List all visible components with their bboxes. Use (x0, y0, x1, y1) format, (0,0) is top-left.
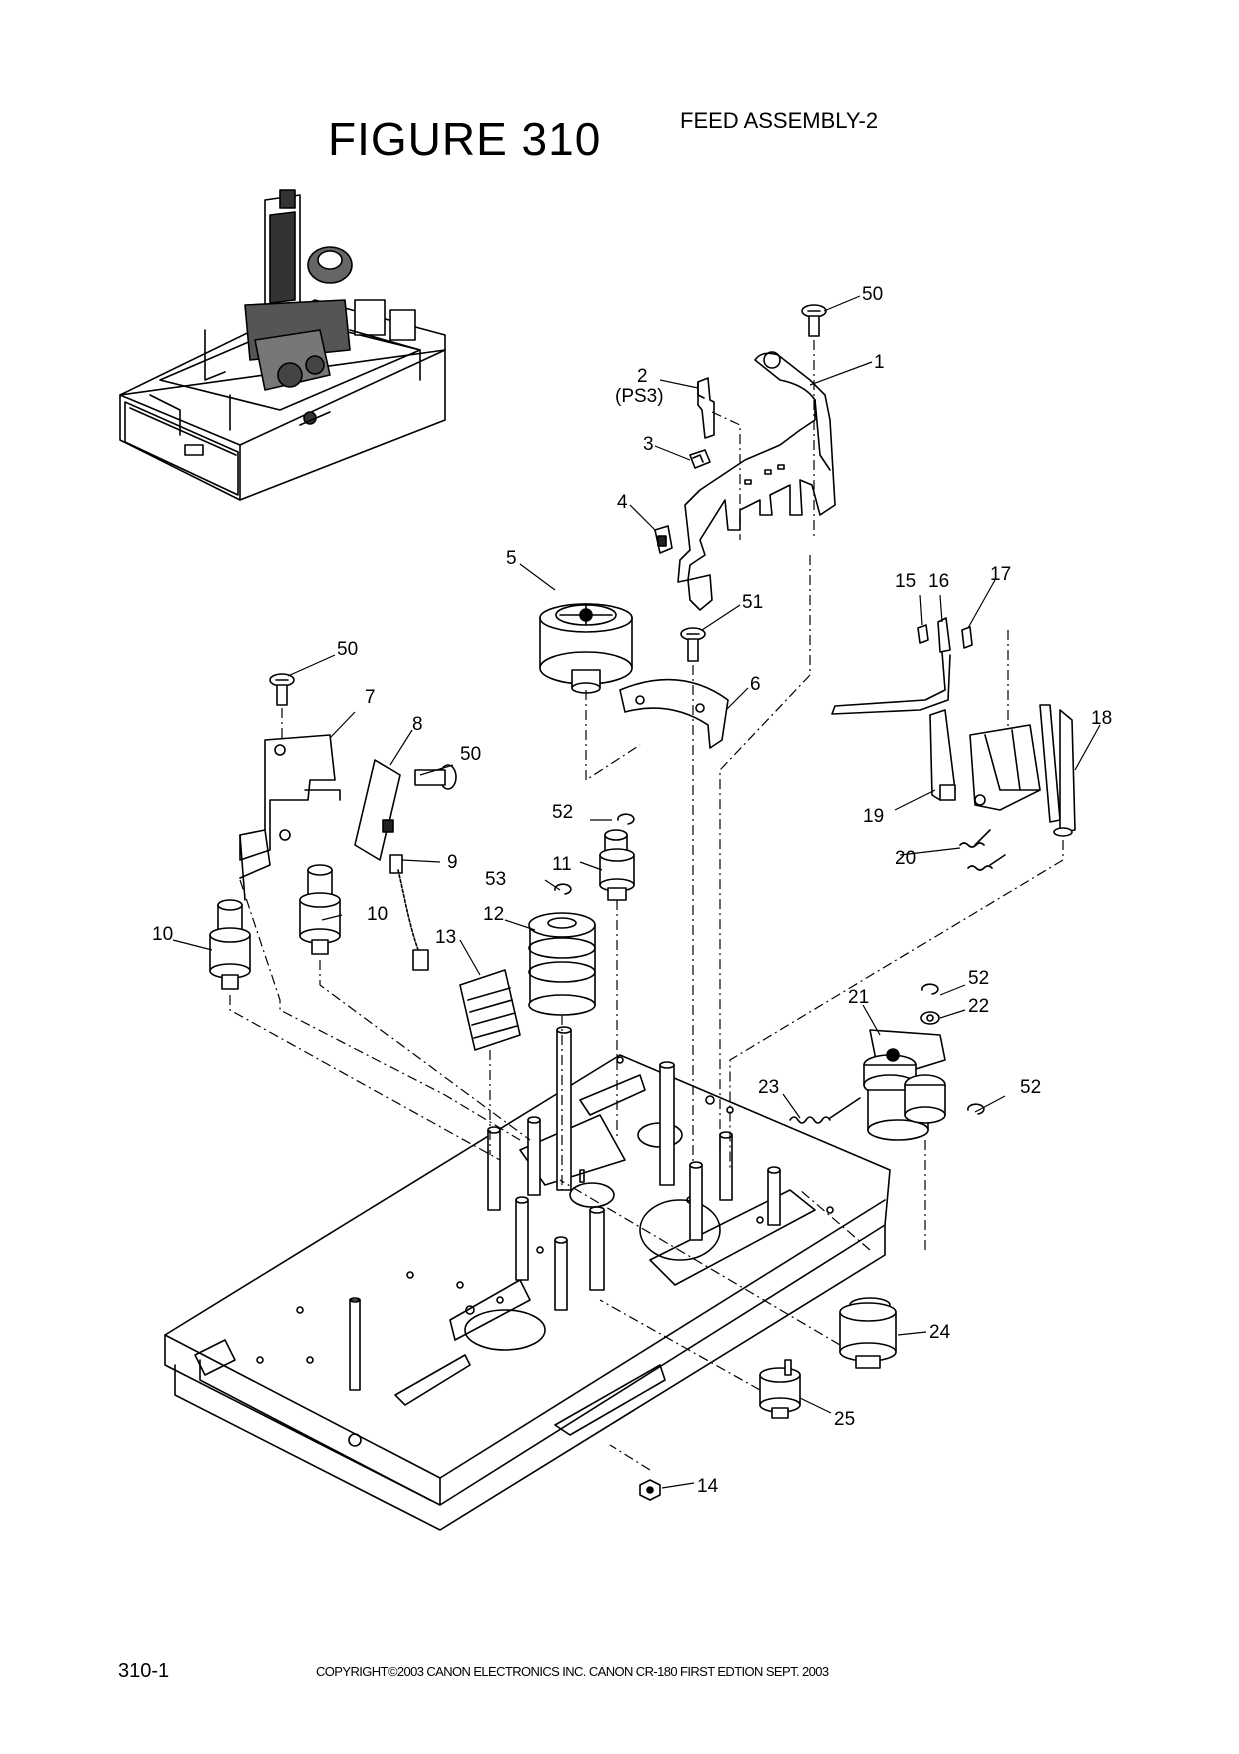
callout-18: 18 (1091, 708, 1112, 729)
part-13-holder (459, 969, 521, 1051)
part-52-e-ring-b (921, 983, 939, 995)
callout-53: 53 (485, 869, 506, 890)
part-18-guide-frame (969, 704, 1076, 837)
callout-20: 20 (895, 848, 916, 869)
part-7-plate (239, 734, 341, 901)
figure-title: FIGURE 310 (328, 113, 602, 165)
callout-10: 10 (367, 904, 388, 925)
part-21-gear-unit (863, 1029, 946, 1141)
callout-16: 16 (928, 571, 949, 592)
callout-24: 24 (929, 1322, 951, 1343)
callout-7: 7 (365, 687, 376, 708)
callout-3: 3 (643, 434, 654, 455)
assembly-overview-image (119, 189, 446, 501)
callout-5: 5 (506, 548, 517, 569)
callout-25: 25 (834, 1409, 855, 1430)
part-16-arm (831, 617, 951, 715)
callout-19: 19 (863, 806, 884, 827)
part-24-gear (839, 1297, 897, 1369)
part-23-spring (789, 1097, 861, 1124)
page-number: 310-1 (118, 1660, 170, 1682)
callout-52: 52 (552, 802, 573, 823)
part-52-e-ring-c (967, 1103, 985, 1115)
callout-23: 23 (758, 1077, 779, 1098)
part-22-washer (920, 1011, 940, 1025)
part-51-screw (680, 627, 706, 662)
part-3-clip (689, 449, 711, 469)
callout-10: 10 (152, 924, 173, 945)
part-25-bushing (759, 1359, 801, 1419)
callout-2: 2 (637, 366, 648, 387)
part-11-roller (599, 829, 635, 901)
callout-50: 50 (337, 639, 358, 660)
callout-22: 22 (968, 996, 989, 1017)
part-50-screw-left (269, 673, 295, 706)
part-1-sensor-bracket (677, 351, 836, 611)
part-53-e-ring (554, 883, 572, 895)
part-19-lever (929, 709, 986, 806)
part-8-board (354, 759, 401, 861)
leader-lines (172, 295, 1101, 1489)
base-chassis-plate (164, 1026, 891, 1531)
part-10-roller-left (209, 899, 251, 990)
part-52-e-ring-a (617, 813, 635, 825)
part-4-connector (654, 525, 673, 554)
callout-4: 4 (617, 492, 628, 513)
part-50-screw-side (414, 764, 457, 790)
callout-8: 8 (412, 714, 423, 735)
part-6-guide (619, 678, 729, 749)
assembly-title: FEED ASSEMBLY-2 (680, 108, 879, 133)
part-50-screw-top (801, 304, 827, 337)
callout-1: 1 (874, 352, 885, 373)
callout-11: 11 (552, 854, 572, 875)
callout-21: 21 (848, 987, 869, 1008)
callout-12: 12 (483, 904, 504, 925)
part-10-roller-right (299, 864, 341, 955)
part-15-clip (917, 624, 929, 644)
callout-50: 50 (460, 744, 481, 765)
part-5-clutch (539, 603, 633, 694)
callout-labels: 50 1 2 (PS3) 3 4 5 51 6 15 16 17 18 19 2… (152, 284, 1112, 1497)
callout-9: 9 (447, 852, 458, 873)
part-17-clip (961, 626, 973, 649)
callout-15: 15 (895, 571, 916, 592)
part-14-nut (639, 1479, 661, 1501)
callout-6: 6 (750, 674, 761, 695)
part-12-pulley (528, 912, 596, 1016)
part-20-spring (959, 829, 1006, 871)
callout-52: 52 (1020, 1077, 1041, 1098)
part-9-cable (389, 854, 429, 971)
callout-13: 13 (435, 927, 456, 948)
callout-17: 17 (990, 564, 1011, 585)
callout-50: 50 (862, 284, 883, 305)
assembly-lines (229, 340, 1064, 1471)
callout-14: 14 (697, 1476, 719, 1497)
copyright-notice: COPYRIGHT©2003 CANON ELECTRONICS INC. CA… (316, 1664, 829, 1679)
callout-51: 51 (742, 592, 763, 613)
callout-2-ps3: (PS3) (615, 386, 664, 407)
callout-52: 52 (968, 968, 989, 989)
part-2-sensor-ps3 (697, 377, 715, 439)
